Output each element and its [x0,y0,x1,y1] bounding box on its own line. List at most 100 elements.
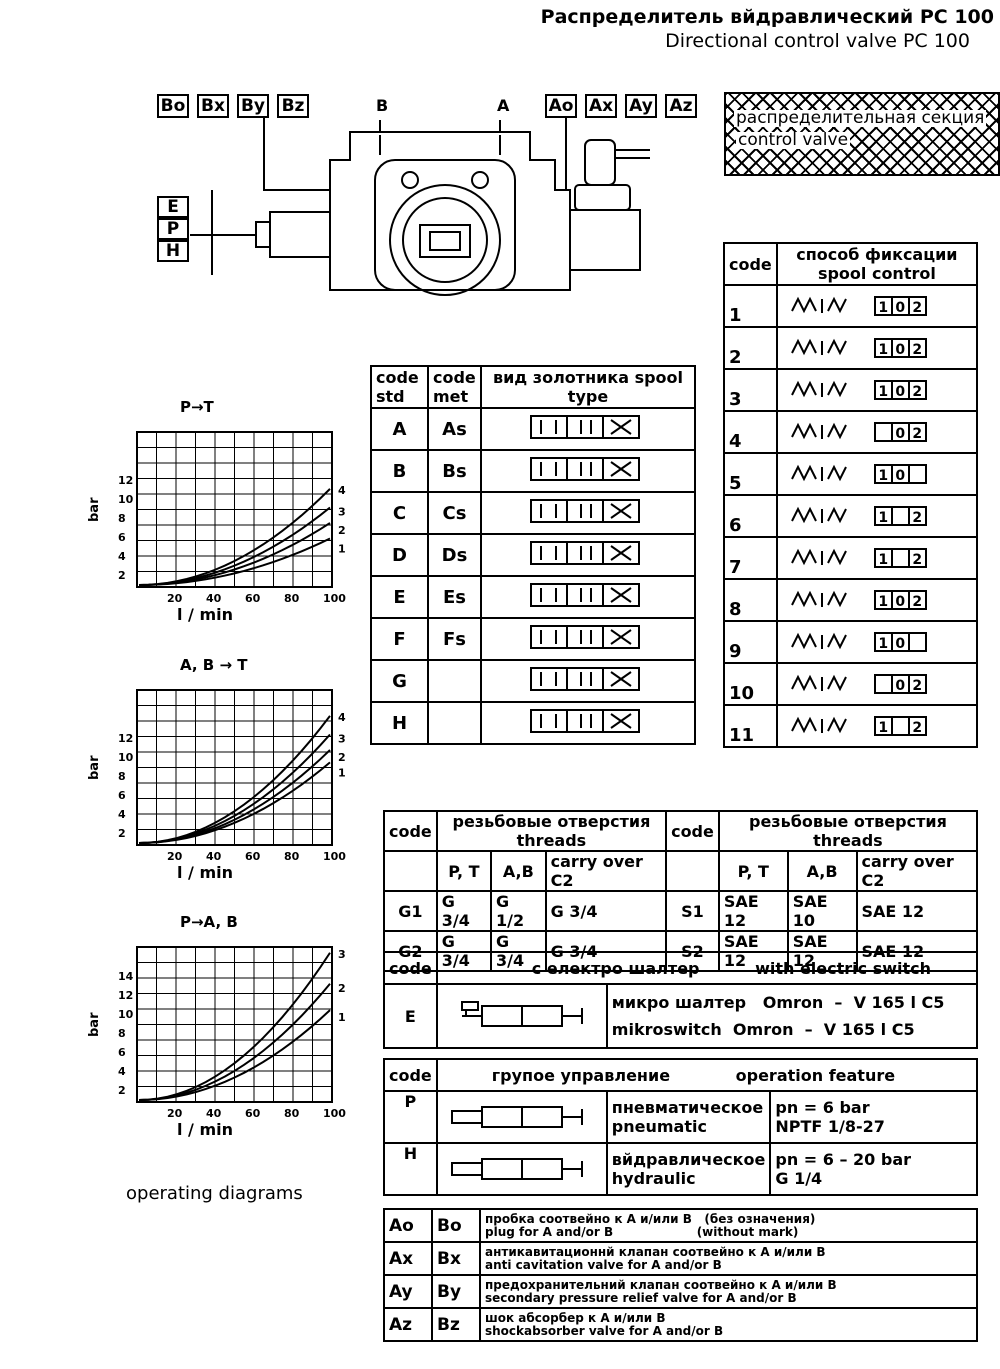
control-symbol [790,380,847,398]
header-code-std: code std [370,365,429,409]
spool-symbol [480,701,696,745]
label-ao: Ao [545,94,577,118]
valve-code-a: Az [383,1307,433,1342]
spool-symbol [480,533,696,577]
x-tick: 20 [167,592,183,605]
spool-symbol [480,575,696,619]
y-tick: 12 [118,474,133,487]
valve-desc-en: shockabsorber valve for A and/or B [485,1323,724,1338]
label-e: E [157,196,189,218]
valve-desc-ru: пробка соотвейно к А и/или B (без означе… [485,1211,816,1226]
port-a-label: A [497,96,510,115]
operating-diagrams-label: operating diagrams [126,1183,303,1204]
spool-code-std: D [370,533,429,577]
spool-code-met: Bs [427,449,482,493]
control-header-ru: способ фиксации [796,245,958,264]
diagram-ylabel: bar [87,1012,102,1037]
control-symbol [790,548,847,566]
threads-table: code резьбовые отверстия threads code ре… [383,810,979,972]
section-label-ru: распределительная секция [734,108,987,128]
spool-symbol [480,617,696,661]
label-bo: Bo [157,94,189,118]
y-tick: 10 [118,751,134,764]
control-symbol [790,422,847,440]
curve-label: 2 [338,751,346,764]
y-tick: 4 [118,808,126,821]
control-code: 1 [723,284,778,328]
curve-label: 3 [338,948,346,961]
switch-text-ru: микро шалтер Omron – V 165 l C5 [611,993,945,1012]
spool-code-std: G [370,659,429,703]
valve-drawing [190,118,650,296]
control-code: 8 [723,578,778,622]
label-az: Az [665,94,697,118]
control-seq-cell: 2 [907,674,927,694]
col-c2-r: carry over C2 [855,850,979,892]
feature-symbol [435,1142,608,1196]
threads-code-right: code [665,810,720,852]
valve-desc-ru: предохранительний клапан соотвейно к А и… [485,1277,837,1292]
control-seq-cell: 2 [907,590,927,610]
switch-symbol [435,983,608,1049]
thread-ab: SAE 10 [786,890,858,932]
switch-title-en: with electric switch [755,958,932,978]
col-c2: carry over C2 [544,850,668,892]
curve-label: 2 [338,524,346,537]
thread-code: G1 [383,890,438,932]
curve-label: 1 [338,766,346,779]
feature-ru: пневматическое [611,1098,764,1117]
feature-ru: вйдравлическое [611,1150,766,1169]
label-by: By [237,94,269,118]
feature-v1: pn = 6 bar [775,1098,870,1117]
threads-code-left: code [383,810,438,852]
y-tick: 8 [118,1027,126,1040]
curve-label: 4 [338,484,346,497]
feature-symbol [435,1090,608,1144]
y-tick: 8 [118,770,126,783]
control-seq-cell: 2 [907,548,927,568]
y-tick: 12 [118,989,133,1002]
spool-code-std: F [370,617,429,661]
table-row: G [370,659,696,703]
control-code: 3 [723,368,778,412]
label-p: P [157,218,189,240]
table-row: H [370,701,696,745]
control-seq-cell: 2 [907,716,927,736]
control-symbol [790,674,847,692]
curve-label: 2 [338,982,346,995]
control-seq-cell: 2 [907,296,927,316]
thread-code: S1 [665,890,720,932]
feature-code: P [383,1090,438,1144]
valve-desc-en: secondary pressure relief valve for A an… [485,1290,797,1305]
label-ax: Ax [585,94,617,118]
x-tick: 40 [206,1107,222,1120]
x-tick: 20 [167,1107,183,1120]
curve-label: 4 [338,711,346,724]
valve-desc-en: plug for A and/or B (without mark) [485,1224,799,1239]
diagram-title: A, B → T [180,656,248,674]
port-b-label: B [376,96,389,115]
y-tick: 6 [118,531,126,544]
spool-symbol [480,491,696,535]
spool-code-met: Es [427,575,482,619]
threads-header-ru-left: резьбовые отверстия [452,812,651,831]
x-tick: 80 [284,1107,300,1120]
y-tick: 6 [118,1046,126,1059]
